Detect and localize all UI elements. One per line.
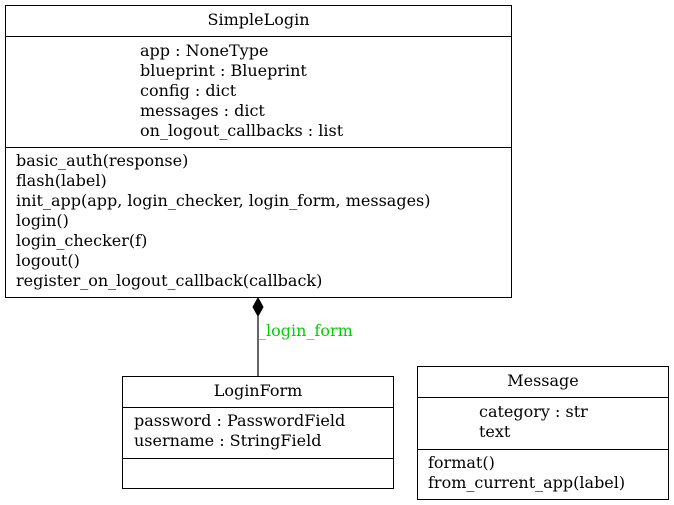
attributes-section: app : NoneType blueprint : Blueprint con… <box>6 37 511 148</box>
methods-section: format() from_current_app(label) <box>418 450 668 493</box>
association-label-login-form: _login_form <box>258 321 353 340</box>
method: flash(label) <box>16 171 107 190</box>
method: login_checker(f) <box>16 231 148 250</box>
attribute: messages : dict <box>140 101 265 120</box>
class-message[interactable]: Message category : str text format() fro… <box>417 366 669 500</box>
attribute: app : NoneType <box>140 41 269 60</box>
method: format() <box>428 453 495 472</box>
attribute: category : str <box>479 402 588 421</box>
class-name: Message <box>418 367 668 398</box>
method: init_app(app, login_checker, login_form,… <box>16 191 431 210</box>
methods-section: basic_auth(response) flash(label) init_a… <box>6 148 511 291</box>
method: basic_auth(response) <box>16 151 189 170</box>
attribute: text <box>479 422 511 441</box>
attribute: password : PasswordField <box>134 411 346 430</box>
attribute: config : dict <box>140 81 237 100</box>
attribute: on_logout_callbacks : list <box>140 121 344 140</box>
class-name: LoginForm <box>123 377 393 408</box>
class-simplelogin[interactable]: SimpleLogin app : NoneType blueprint : B… <box>5 5 512 298</box>
attribute: username : StringField <box>134 431 322 450</box>
methods-section <box>123 459 393 489</box>
attributes-section: password : PasswordField username : Stri… <box>123 408 393 459</box>
composition-diamond-icon <box>252 296 264 318</box>
class-name: SimpleLogin <box>6 6 511 37</box>
method: register_on_logout_callback(callback) <box>16 271 323 290</box>
attribute: blueprint : Blueprint <box>140 61 307 80</box>
class-loginform[interactable]: LoginForm password : PasswordField usern… <box>122 376 394 489</box>
method: from_current_app(label) <box>428 473 626 492</box>
attributes-section: category : str text <box>418 398 668 450</box>
method: logout() <box>16 251 80 270</box>
method: login() <box>16 211 69 230</box>
